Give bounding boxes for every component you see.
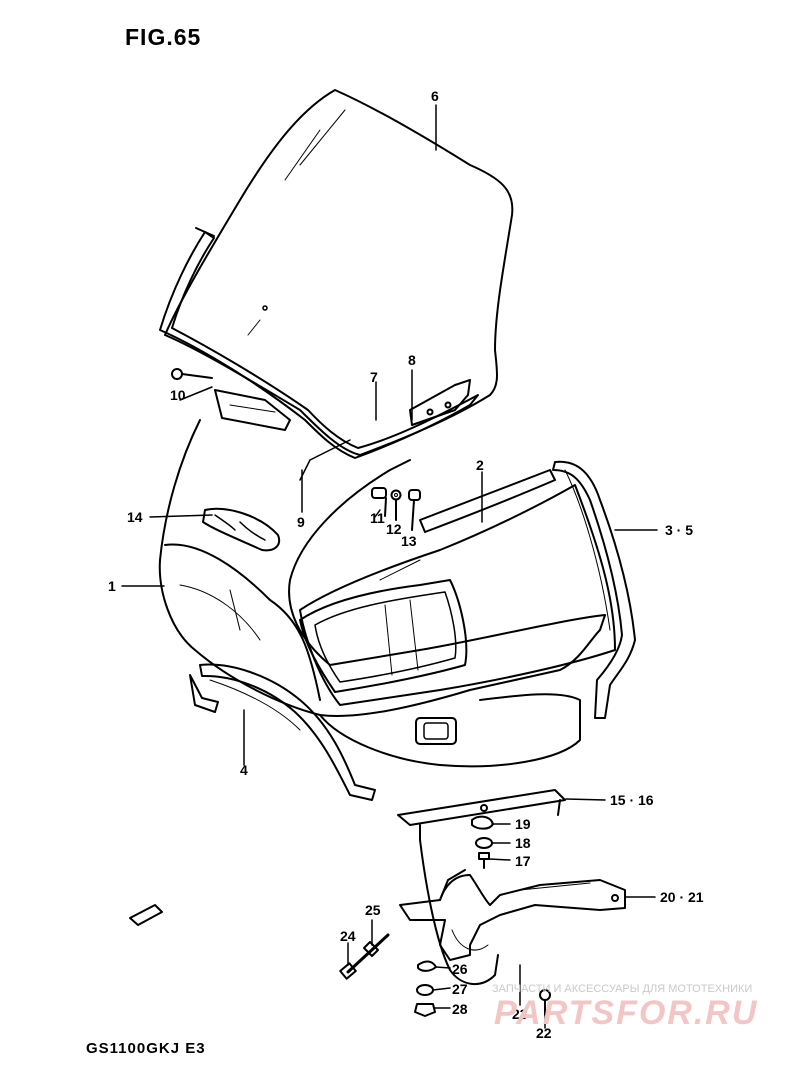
callout-24: 24 bbox=[340, 928, 356, 944]
callout-2: 2 bbox=[476, 457, 484, 473]
callout-27: 27 bbox=[452, 981, 468, 997]
callout-4: 4 bbox=[240, 762, 248, 778]
screen-mount-strip bbox=[214, 379, 471, 431]
headlight-opening bbox=[299, 579, 468, 693]
lower-trim bbox=[189, 663, 376, 801]
callout-18: 18 bbox=[515, 835, 531, 851]
callout-14: 14 bbox=[127, 509, 143, 525]
callout-15-16: 15 · 16 bbox=[610, 792, 654, 808]
callout-19: 19 bbox=[515, 816, 531, 832]
callout-23: 23 bbox=[512, 1006, 528, 1022]
upper-bracket bbox=[397, 789, 566, 841]
callout-11: 11 bbox=[370, 510, 385, 526]
callout-12: 12 bbox=[386, 521, 402, 537]
callout-26: 26 bbox=[452, 961, 468, 977]
callout-20-21: 20 · 21 bbox=[660, 889, 704, 905]
watermark-brand: PARTSFOR.RU bbox=[494, 994, 759, 1032]
callout-28: 28 bbox=[452, 1001, 468, 1017]
inner-panel-seal bbox=[299, 469, 616, 706]
callout-8: 8 bbox=[408, 352, 416, 368]
watermark-subtitle: ЗАПЧАСТИ И АКСЕССУАРЫ ДЛЯ МОТОТЕХНИКИ bbox=[492, 983, 753, 995]
leader-lines bbox=[121, 104, 658, 1029]
mounting-hardware bbox=[471, 815, 494, 869]
callout-9: 9 bbox=[297, 514, 305, 530]
grommet-set bbox=[371, 487, 421, 531]
suzuki-emblem bbox=[202, 507, 281, 552]
callout-25: 25 bbox=[365, 902, 381, 918]
windscreen-trim bbox=[159, 227, 479, 459]
figure-title: FIG.65 bbox=[125, 24, 202, 50]
callout-13: 13 bbox=[401, 533, 417, 549]
callout-6: 6 bbox=[431, 88, 439, 104]
fasteners bbox=[129, 904, 551, 1017]
side-trim bbox=[552, 460, 636, 719]
upper-fairing bbox=[158, 419, 606, 768]
callout-22: 22 bbox=[536, 1025, 552, 1041]
callout-7: 7 bbox=[370, 369, 378, 385]
callout-1: 1 bbox=[108, 578, 116, 594]
callout-17: 17 bbox=[515, 853, 531, 869]
callout-3-5: 3 · 5 bbox=[665, 522, 694, 538]
screen-bolt bbox=[171, 368, 213, 380]
callout-10: 10 bbox=[170, 387, 186, 403]
model-code: GS1100GKJ E3 bbox=[86, 1040, 206, 1057]
fairing-stay bbox=[399, 839, 626, 985]
